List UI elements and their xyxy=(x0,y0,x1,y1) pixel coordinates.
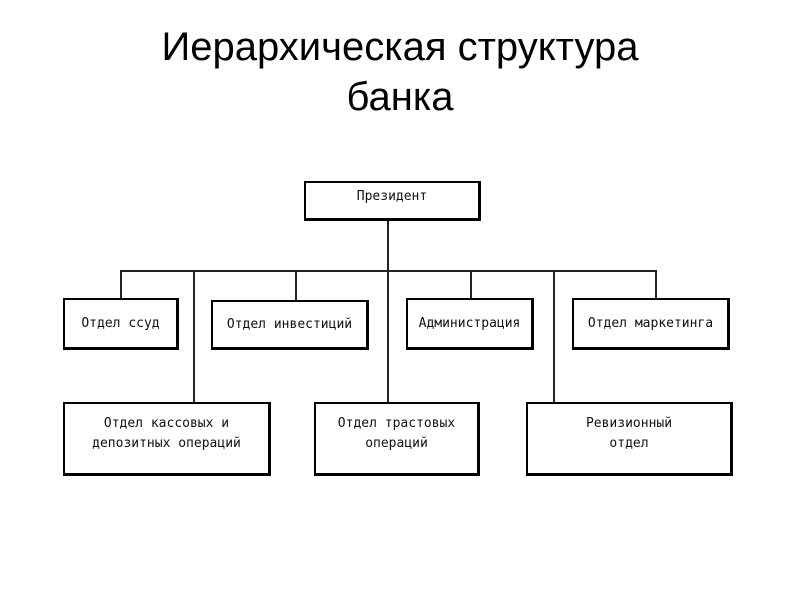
cash-deposit-label-line-2: депозитных операций xyxy=(92,436,241,451)
loans-department-box: Отдел ссуд xyxy=(63,298,179,350)
loans-department-label: Отдел ссуд xyxy=(81,315,160,331)
title-line-2: банка xyxy=(346,75,454,119)
connector-to-marketing xyxy=(655,270,657,298)
cash-deposit-operations-box: Отдел кассовых и депозитных операций xyxy=(63,402,271,476)
investments-department-box: Отдел инвестиций xyxy=(211,300,369,350)
audit-department-box: Ревизионный отдел xyxy=(526,402,733,476)
connector-president-down xyxy=(387,220,389,270)
administration-label: Администрация xyxy=(418,315,521,331)
trust-operations-label-line-1: Отдел трастовых xyxy=(337,416,456,431)
administration-box: Администрация xyxy=(406,298,534,350)
trust-operations-box: Отдел трастовых операций xyxy=(314,402,480,476)
connector-to-loans xyxy=(120,270,122,298)
president-label: Президент xyxy=(356,189,428,204)
cash-deposit-label-line-1: Отдел кассовых и xyxy=(103,416,230,431)
connector-to-administration xyxy=(470,270,472,298)
title-line-1: Иерархическая структура xyxy=(161,25,639,69)
marketing-department-label: Отдел маркетинга xyxy=(587,315,714,331)
investments-department-label: Отдел инвестиций xyxy=(226,316,353,332)
connector-to-audit xyxy=(553,270,555,402)
connector-to-trust xyxy=(387,270,389,402)
connector-to-cash-deposit xyxy=(193,270,195,402)
audit-department-label-line-1: Ревизионный xyxy=(585,416,673,431)
slide-title: Иерархическая структура банка xyxy=(0,22,800,122)
audit-department-label-line-2: отдел xyxy=(609,436,649,451)
trust-operations-label-line-2: операций xyxy=(365,436,428,451)
president-box: Президент xyxy=(304,181,481,221)
connector-to-investments xyxy=(295,270,297,300)
marketing-department-box: Отдел маркетинга xyxy=(572,298,730,350)
